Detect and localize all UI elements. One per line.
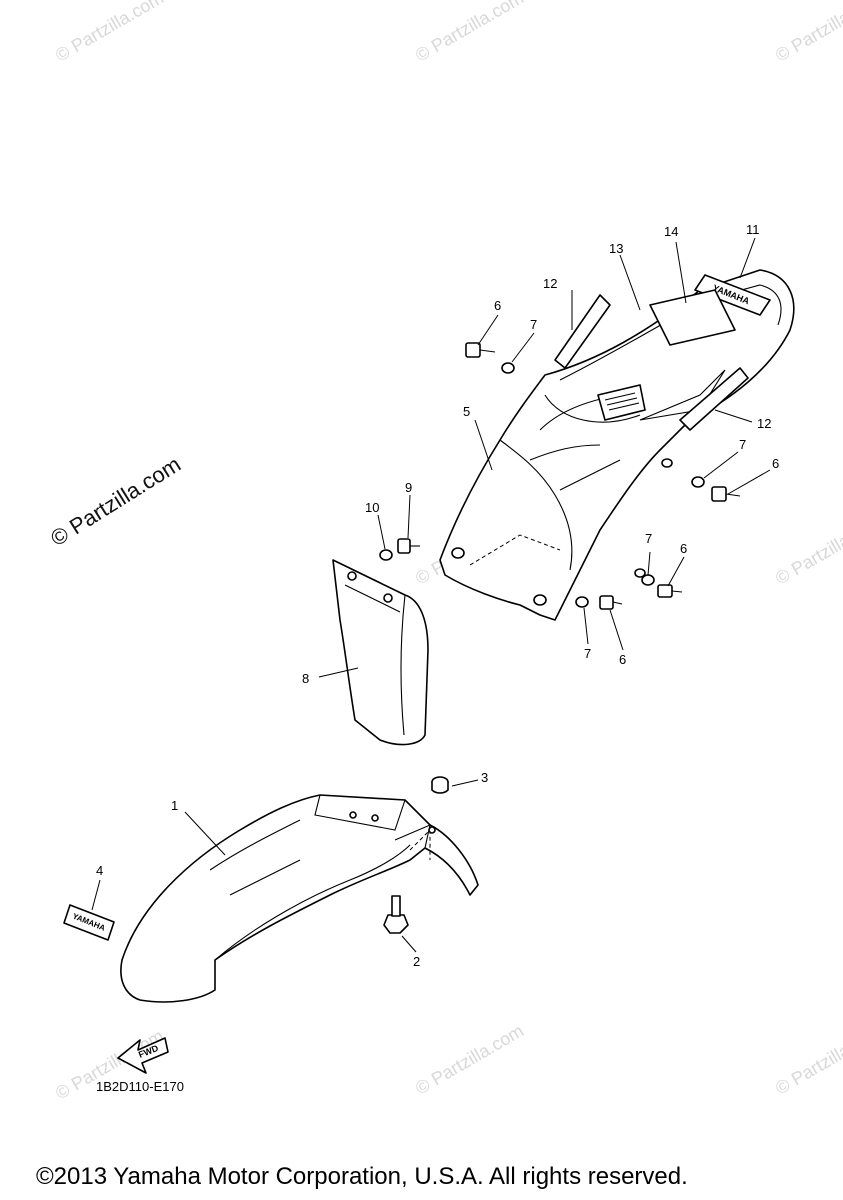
watermark: © Partzilla.com: [412, 1020, 527, 1098]
callout-13: 13: [609, 241, 623, 256]
yamaha-front-decal: YAMAHA: [63, 904, 115, 941]
callout-7: 7: [739, 437, 746, 452]
callout-1: 1: [171, 798, 178, 813]
watermark: © Partzilla.com: [772, 1020, 843, 1098]
watermark: © Partzilla.com: [772, 0, 843, 65]
callout-4: 4: [96, 863, 103, 878]
callouts: 1 2 3 4 5 6 6 6 6 7 7 7 7 8 9 10 11 12 1…: [96, 222, 779, 969]
diagram-code: 1B2D110-E170: [96, 1079, 184, 1094]
washer: [379, 549, 393, 561]
flange-bolt: [383, 895, 409, 934]
callout-12: 12: [757, 416, 771, 431]
callout-5: 5: [463, 404, 470, 419]
fwd-arrow: FWD: [117, 1037, 169, 1074]
collar: [575, 596, 589, 608]
callout-7: 7: [530, 317, 537, 332]
copyright-footer: ©2013 Yamaha Motor Corporation, U.S.A. A…: [36, 1163, 688, 1190]
callout-3: 3: [481, 770, 488, 785]
callout-6: 6: [619, 652, 626, 667]
callout-6: 6: [680, 541, 687, 556]
grommet: [431, 776, 449, 794]
watermark: © Partzilla.com: [412, 0, 527, 65]
bolt: [397, 538, 420, 554]
collar: [691, 476, 705, 488]
callout-6: 6: [772, 456, 779, 471]
callout-2: 2: [413, 954, 420, 969]
callout-8: 8: [302, 671, 309, 686]
callout-7: 7: [584, 646, 591, 661]
rear-fender: YAMAHA: [439, 269, 795, 621]
callout-9: 9: [405, 480, 412, 495]
bolt: [465, 342, 496, 358]
callout-7: 7: [645, 531, 652, 546]
bolt: [657, 584, 683, 598]
bolt: [599, 595, 623, 610]
front-fender: [120, 794, 479, 1003]
callout-12: 12: [543, 276, 557, 291]
callout-14: 14: [664, 224, 678, 239]
watermark: © Partzilla.com: [772, 510, 843, 588]
watermark: © Partzilla.com: [52, 0, 167, 65]
yamaha-top-decal: YAMAHA: [694, 274, 771, 316]
collar: [641, 574, 655, 586]
leader-lines: [91, 237, 771, 953]
callout-6: 6: [494, 298, 501, 313]
callout-11: 11: [746, 222, 760, 237]
collar: [501, 362, 515, 374]
callout-10: 10: [365, 500, 379, 515]
mud-flap: [332, 559, 429, 746]
